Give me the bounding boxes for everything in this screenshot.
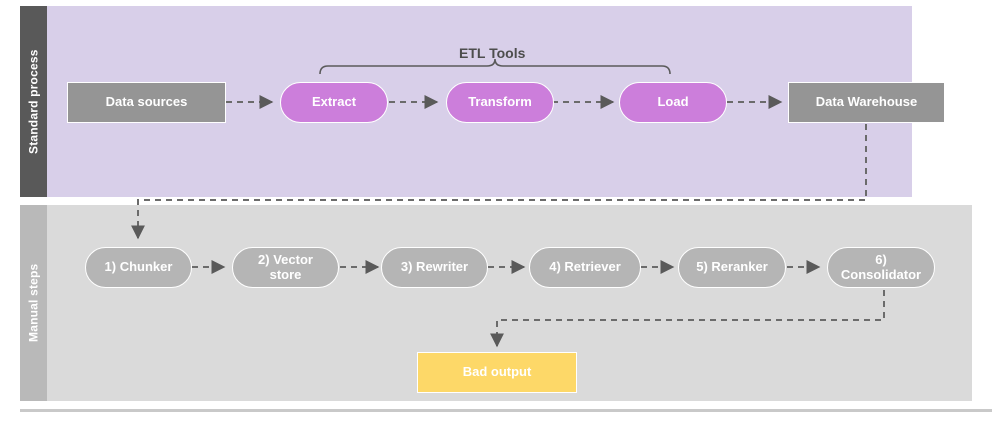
node-rewriter[interactable]: 3) Rewriter — [381, 247, 488, 288]
node-data-warehouse-label: Data Warehouse — [815, 94, 918, 110]
node-consolidator-label: 6) Consolidator — [840, 251, 922, 282]
node-bad-output[interactable]: Bad output — [417, 352, 577, 393]
node-consolidator[interactable]: 6) Consolidator — [827, 247, 935, 288]
node-reranker-label: 5) Reranker — [696, 259, 768, 275]
node-data-sources-label: Data sources — [105, 94, 188, 110]
node-data-warehouse[interactable]: Data Warehouse — [788, 82, 945, 123]
node-retriever-label: 4) Retriever — [549, 259, 621, 275]
node-rewriter-label: 3) Rewriter — [400, 259, 469, 275]
node-extract[interactable]: Extract — [280, 82, 388, 123]
node-load-label: Load — [657, 94, 689, 110]
etl-tools-label: ETL Tools — [459, 45, 526, 61]
footer-divider — [20, 409, 992, 412]
lane-label-manual-steps: Manual steps — [20, 205, 47, 401]
node-data-sources[interactable]: Data sources — [67, 82, 226, 123]
node-load[interactable]: Load — [619, 82, 727, 123]
node-transform-label: Transform — [468, 94, 532, 110]
node-chunker-label: 1) Chunker — [104, 259, 173, 275]
node-vector-store-label: 2) Vector store — [258, 251, 313, 282]
node-vector-store[interactable]: 2) Vector store — [232, 247, 339, 288]
node-bad-output-label: Bad output — [462, 364, 532, 380]
node-transform[interactable]: Transform — [446, 82, 554, 123]
node-chunker[interactable]: 1) Chunker — [85, 247, 192, 288]
lane-label-standard-process: Standard process — [20, 6, 47, 197]
node-reranker[interactable]: 5) Reranker — [678, 247, 786, 288]
node-retriever[interactable]: 4) Retriever — [529, 247, 641, 288]
node-extract-label: Extract — [311, 94, 357, 110]
